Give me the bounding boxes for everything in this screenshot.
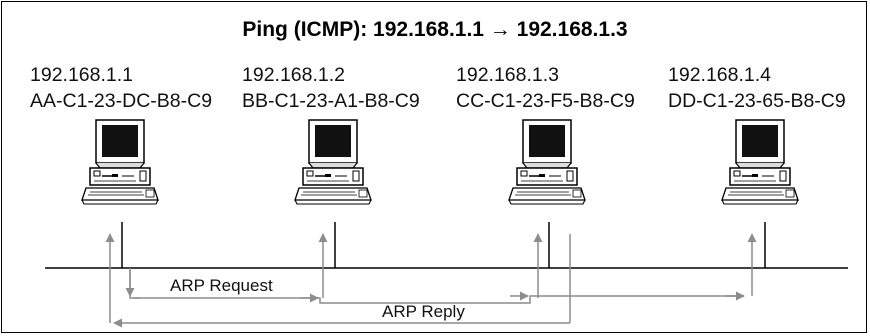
host-label-3: 192.168.1.3 CC-C1-23-F5-B8-C9 <box>456 62 635 114</box>
host-ip: 192.168.1.3 <box>456 64 560 86</box>
computer-icon <box>294 119 372 205</box>
arp-request-arrows <box>125 233 757 304</box>
host-label-4: 192.168.1.4 DD-C1-23-65-B8-C9 <box>668 62 846 114</box>
host-label-1: 192.168.1.1 AA-C1-23-DC-B8-C9 <box>30 62 212 114</box>
arp-reply-label: ARP Reply <box>382 302 465 321</box>
host-mac: BB-C1-23-A1-B8-C9 <box>242 90 420 112</box>
host-label-2: 192.168.1.2 BB-C1-23-A1-B8-C9 <box>242 62 420 114</box>
diagram-title: Ping (ICMP): 192.168.1.1 → 192.168.1.3 <box>242 18 628 41</box>
arp-request-label: ARP Request <box>170 276 273 295</box>
host-mac: AA-C1-23-DC-B8-C9 <box>30 90 213 112</box>
arp-reply-arrows <box>105 233 571 328</box>
host-ip: 192.168.1.1 <box>30 64 134 86</box>
host-ip: 192.168.1.4 <box>668 64 772 86</box>
computer-icon <box>721 119 799 205</box>
host-mac: DD-C1-23-65-B8-C9 <box>668 90 846 112</box>
computer-icon <box>81 119 159 205</box>
computer-icon <box>508 119 586 205</box>
host-ip: 192.168.1.2 <box>242 64 346 86</box>
host-mac: CC-C1-23-F5-B8-C9 <box>456 90 635 112</box>
